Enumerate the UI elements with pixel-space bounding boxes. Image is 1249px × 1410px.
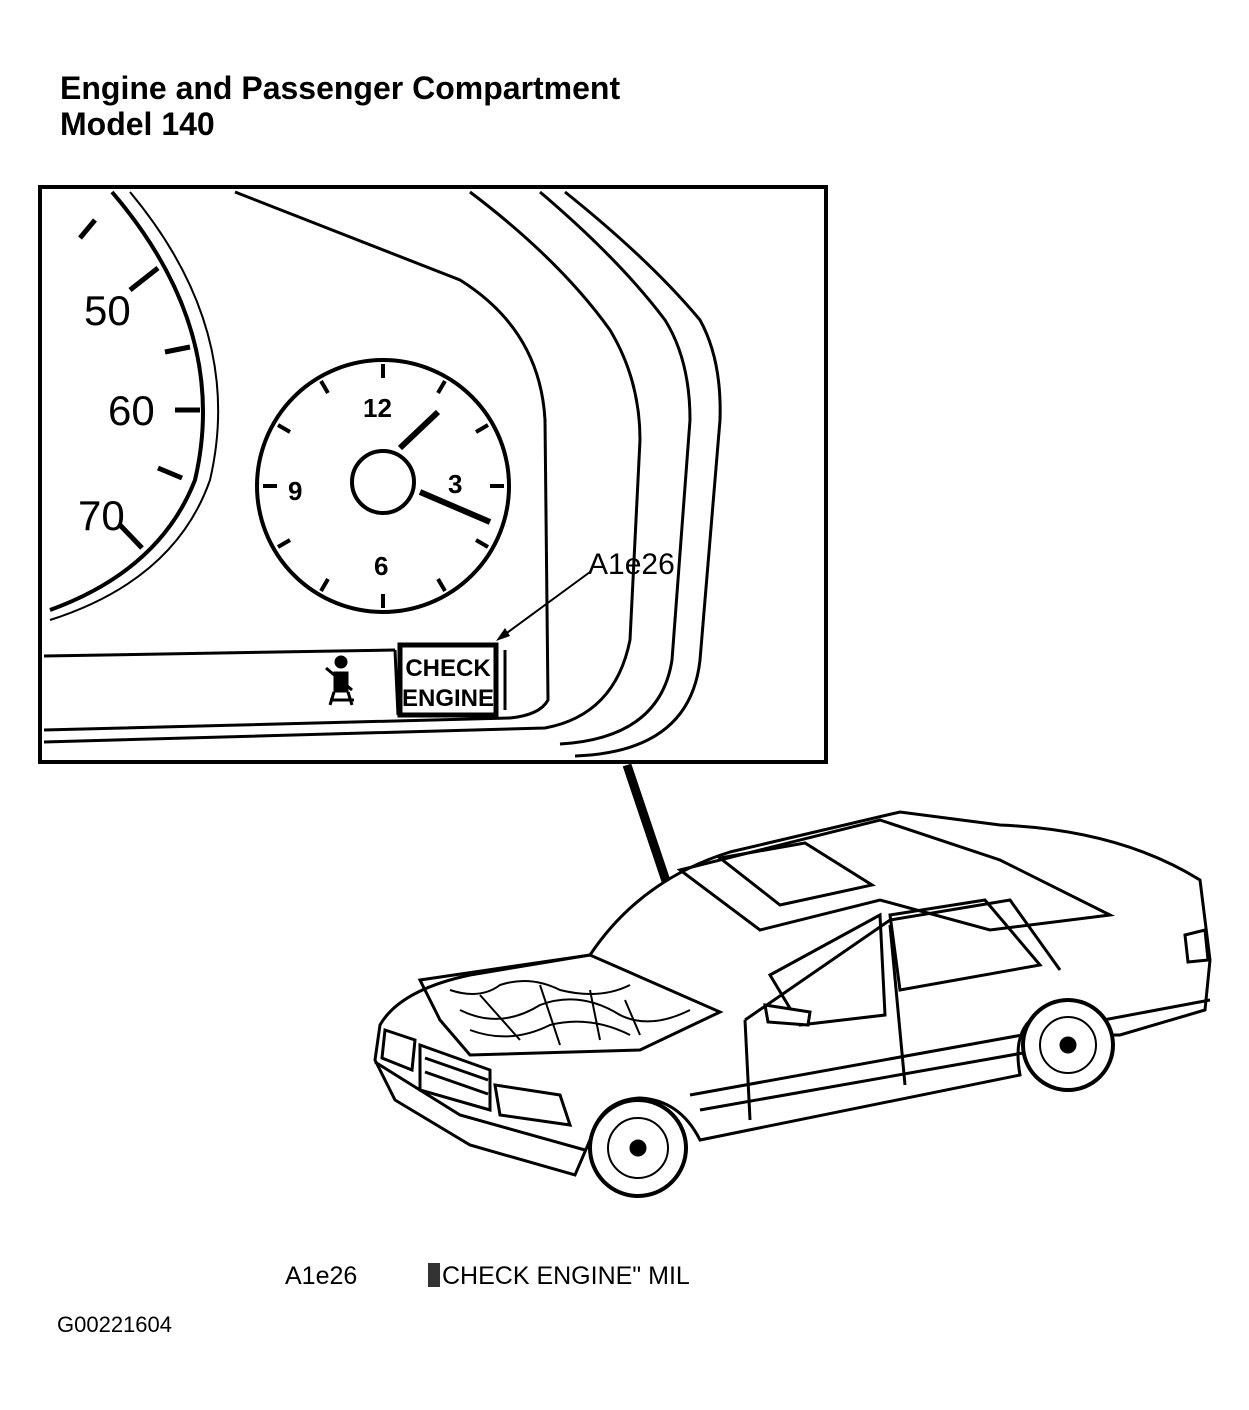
clock-label-12: 12 [363, 393, 392, 423]
legend-description: CHECK ENGINE" MIL [442, 1262, 690, 1290]
check-engine-indicator: CHECK ENGINE [397, 642, 507, 718]
speedo-label-50: 50 [84, 287, 131, 334]
title-line-2: Model 140 [60, 106, 215, 142]
callout-label: A1e26 [588, 548, 675, 581]
callout: A1e26 [496, 548, 675, 641]
clock-label-9: 9 [288, 476, 302, 506]
figure-id: G00221604 [57, 1312, 172, 1337]
clock-gauge: 12 3 6 9 [255, 358, 511, 614]
page-title: Engine and Passenger Compartment Model 1… [60, 70, 620, 142]
legend-description-row: CHECK ENGINE" MIL [428, 1262, 690, 1291]
clock-label-3: 3 [448, 469, 462, 499]
indicator-line-1: CHECK [405, 655, 491, 682]
speedometer-gauge [49, 190, 220, 621]
sedan-illustration [373, 810, 1212, 1198]
title-line-1: Engine and Passenger Compartment [60, 70, 621, 106]
speedo-label-60: 60 [108, 387, 155, 434]
instrument-cluster-inset: 50 60 70 [38, 185, 828, 764]
quote-mark-icon [428, 1263, 440, 1287]
indicator-line-2: ENGINE [402, 685, 494, 712]
speedo-label-70: 70 [78, 492, 125, 539]
clock-label-6: 6 [374, 551, 388, 581]
seatbelt-warning-icon [325, 655, 354, 706]
dashboard-bezel-lines [43, 190, 722, 758]
legend-code: A1e26 [285, 1262, 358, 1290]
